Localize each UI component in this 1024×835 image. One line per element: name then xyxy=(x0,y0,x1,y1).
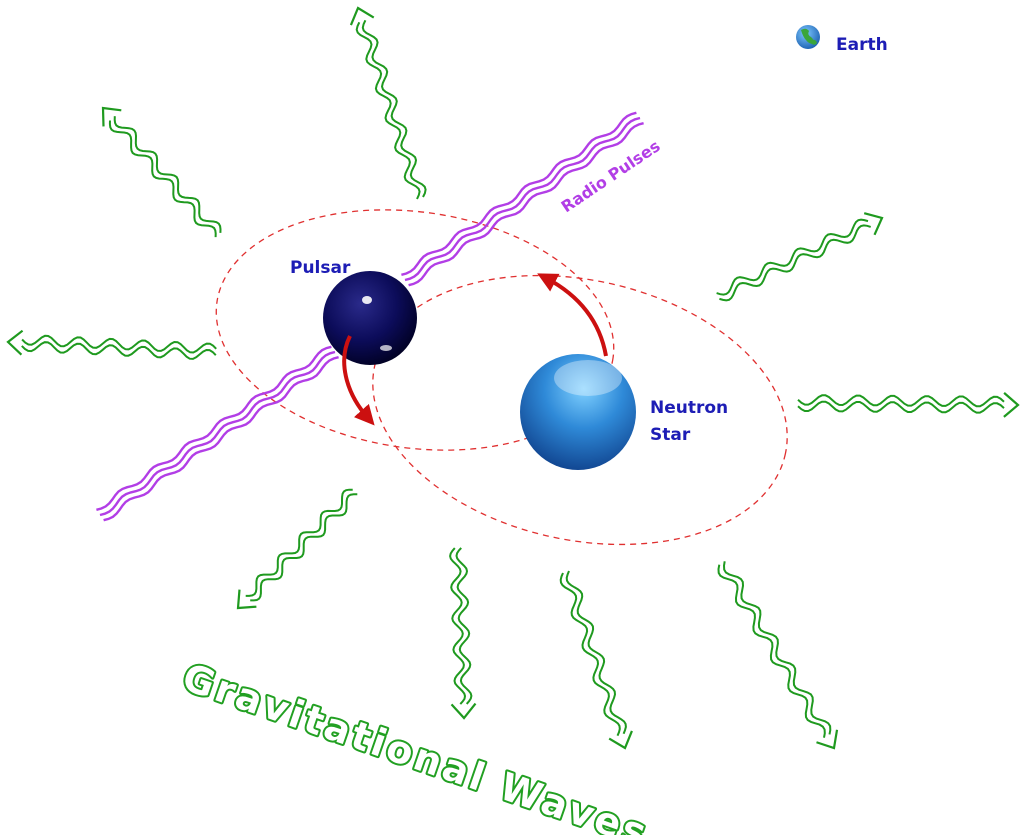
radio-pulse-line xyxy=(408,122,644,287)
wave-arrowhead xyxy=(101,106,122,127)
pulsar-highlight xyxy=(362,296,372,304)
wave-arrowhead xyxy=(863,212,884,236)
wave-stroke xyxy=(108,120,217,238)
neutron-star-label-line2: Star xyxy=(650,425,691,445)
radio-pulse-line xyxy=(96,345,332,511)
wavy-arrow-icon xyxy=(6,329,217,360)
wavy-arrow-icon xyxy=(236,488,358,610)
wave-arrowhead xyxy=(816,729,839,750)
wave-stroke xyxy=(565,570,627,735)
wavy-arrow-icon xyxy=(559,570,633,750)
gravitational-waves-title: Gravitational Waves xyxy=(177,655,654,835)
wave-stroke xyxy=(797,400,1005,414)
wave-stroke xyxy=(361,19,427,198)
wave-arrowhead xyxy=(349,6,375,26)
wave-stroke xyxy=(21,334,217,354)
wave-arrowhead xyxy=(6,329,24,356)
wave-stroke xyxy=(245,488,353,597)
pulsar xyxy=(323,271,417,365)
pulsar-sphere xyxy=(323,271,417,365)
wave-stroke xyxy=(559,572,621,737)
wavy-arrow-icon xyxy=(349,6,427,200)
radio-pulse-line xyxy=(401,111,637,276)
wavy-arrow-icon xyxy=(449,547,477,720)
neutron-star-motion-arrow xyxy=(537,273,608,357)
wave-stroke xyxy=(719,224,871,302)
radio-pulse-line xyxy=(103,356,339,522)
wave-stroke xyxy=(250,493,358,602)
wave-stroke xyxy=(449,547,467,705)
wave-stroke xyxy=(716,218,869,296)
wave-stroke xyxy=(21,341,217,360)
wavy-arrow-icon xyxy=(797,392,1020,418)
neutron-star-sphere xyxy=(520,354,636,470)
earth-globe-icon xyxy=(796,25,820,49)
pulsar-motion-arrow xyxy=(342,335,375,426)
wave-stroke xyxy=(717,564,826,738)
gravitational-wave-arrows xyxy=(6,6,1020,750)
wavy-arrow-icon xyxy=(717,561,839,750)
radio-pulse-beam xyxy=(96,345,339,522)
earth-label: Earth xyxy=(836,35,888,55)
wavy-arrow-icon xyxy=(716,212,884,302)
wave-stroke xyxy=(722,561,832,735)
wave-arrowhead xyxy=(1003,392,1020,418)
pulsar-reflection xyxy=(380,345,392,351)
wavy-arrow-icon xyxy=(101,106,222,238)
neutron-star-orbit xyxy=(372,274,788,546)
pulsar-orbit xyxy=(215,209,615,451)
wave-stroke xyxy=(455,547,473,705)
radio-pulses-label: Radio Pulses xyxy=(558,136,664,216)
wave-stroke xyxy=(355,21,421,200)
wave-arrowhead xyxy=(450,702,477,720)
wave-arrowhead xyxy=(608,730,633,750)
radio-pulse-line xyxy=(404,116,641,282)
neutron-star xyxy=(520,354,636,470)
wave-arrowhead xyxy=(236,589,257,610)
radio-pulse-beams xyxy=(96,111,644,522)
earth: Earth xyxy=(796,25,888,55)
wave-stroke xyxy=(797,394,1005,408)
orbital-motion-arrows xyxy=(342,273,608,426)
radio-pulse-line xyxy=(99,350,336,517)
orbits xyxy=(215,209,788,546)
pulsar-label: Pulsar xyxy=(290,258,351,278)
wave-stroke xyxy=(113,116,222,233)
neutron-star-highlight xyxy=(554,360,622,396)
radio-pulse-beam xyxy=(401,111,644,287)
neutron-star-label-line1: Neutron xyxy=(650,398,728,418)
